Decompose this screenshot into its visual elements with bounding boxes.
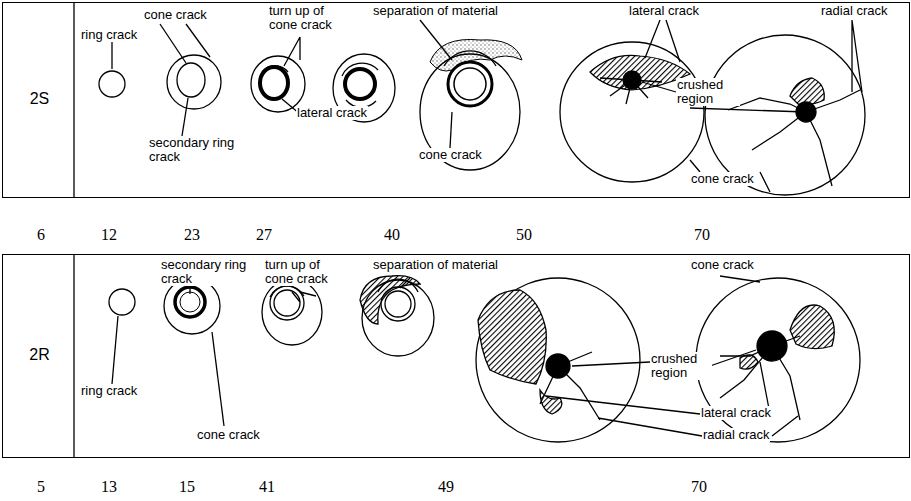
crack-label: cone crack (690, 172, 755, 186)
crack-label: lateral crack (628, 4, 700, 18)
stage-number: 40 (383, 226, 401, 244)
specimen-label: 2S (3, 90, 76, 108)
crack-label: turn up of cone crack (264, 258, 340, 286)
crack-label: cone crack (690, 258, 755, 272)
stage-number: 13 (100, 478, 118, 496)
crack-label: radial crack (702, 428, 770, 442)
stage-number: 6 (36, 226, 46, 244)
stage-number: 50 (515, 226, 533, 244)
stage-number: 70 (693, 226, 711, 244)
stage-number: 23 (183, 226, 201, 244)
stage-number: 15 (178, 478, 196, 496)
crack-label: turn up of cone crack (268, 4, 344, 32)
crack-label: lateral crack (700, 406, 772, 420)
crack-label: crushed region (650, 352, 712, 380)
panel-frame: 2R (2, 254, 910, 458)
crack-label: ring crack (80, 28, 138, 42)
crack-label: secondary ring crack (160, 258, 248, 286)
specimen-label: 2R (3, 346, 76, 364)
crack-label: cone crack (196, 428, 261, 442)
crack-label: cone crack (143, 8, 208, 22)
stage-number: 41 (258, 478, 276, 496)
crack-label: crushed region (676, 78, 740, 106)
stage-number: 5 (36, 478, 46, 496)
crack-label: cone crack (418, 148, 483, 162)
crack-label: separation of material (372, 4, 499, 18)
crack-label: secondary ring crack (148, 136, 236, 164)
stage-number: 27 (255, 226, 273, 244)
crack-label: separation of material (372, 258, 499, 272)
stage-number: 49 (437, 478, 455, 496)
crack-label: ring crack (80, 384, 138, 398)
crack-label: lateral crack (296, 106, 368, 120)
stage-number: 70 (690, 478, 708, 496)
stage-number: 12 (100, 226, 118, 244)
crack-label: radial crack (820, 4, 888, 18)
